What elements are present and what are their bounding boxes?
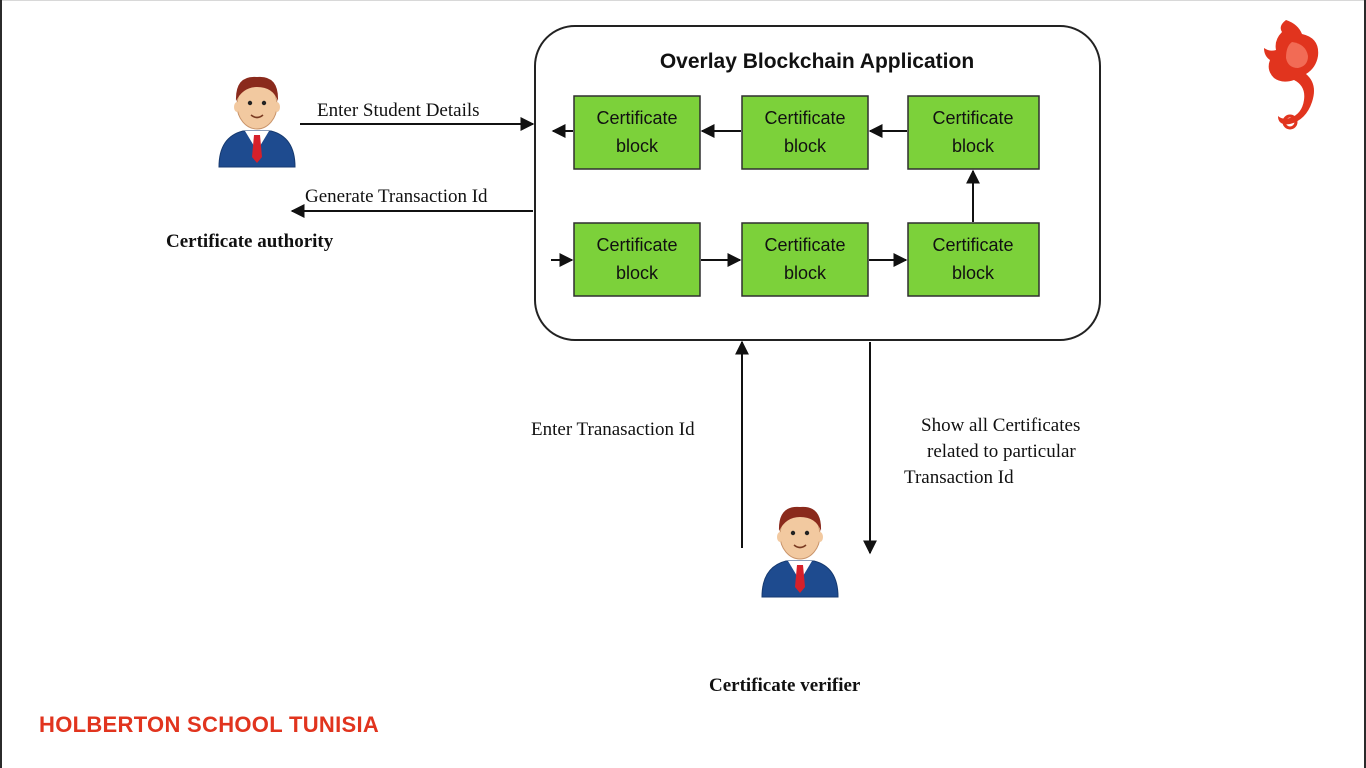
frame-top-border — [0, 0, 1366, 1]
block-label-line1: Certificate — [596, 235, 677, 255]
certificate-block-top-1: Certificate block — [573, 95, 701, 170]
certificate-block-bottom-2: Certificate block — [741, 222, 869, 297]
certificate-verifier-label: Certificate verifier — [709, 675, 861, 696]
holberton-brand-label: HOLBERTON SCHOOL TUNISIA — [39, 712, 380, 737]
overlay-application-title: Overlay Blockchain Application — [660, 50, 974, 73]
show-certificates-line2: related to particular — [927, 441, 1076, 462]
block-label-line2: block — [616, 136, 659, 156]
show-certificates-line3: Transaction Id — [904, 467, 1014, 488]
enter-student-details-label: Enter Student Details — [317, 100, 480, 121]
seahorse-logo-icon — [1264, 20, 1319, 130]
certificate-verifier-person-icon — [761, 506, 839, 598]
show-certificates-line1: Show all Certificates — [921, 415, 1080, 436]
enter-transaction-id-label: Enter Tranasaction Id — [531, 419, 695, 440]
certificate-block-top-3: Certificate block — [907, 95, 1040, 170]
frame-right-border — [1364, 0, 1366, 768]
frame-left-border — [0, 0, 2, 768]
block-label-line2: block — [784, 136, 827, 156]
block-label-line1: Certificate — [764, 235, 845, 255]
certificate-block-bottom-1: Certificate block — [573, 222, 701, 297]
certificate-authority-label: Certificate authority — [166, 231, 334, 252]
generate-transaction-id-label: Generate Transaction Id — [305, 186, 488, 207]
block-label-line1: Certificate — [764, 108, 845, 128]
block-label-line2: block — [616, 263, 659, 283]
block-label-line2: block — [784, 263, 827, 283]
certificate-block-top-2: Certificate block — [741, 95, 869, 170]
certificate-block-bottom-3: Certificate block — [907, 222, 1040, 297]
block-label-line2: block — [952, 263, 995, 283]
block-label-line1: Certificate — [932, 235, 1013, 255]
block-label-line1: Certificate — [596, 108, 677, 128]
certificate-authority-person-icon — [218, 76, 296, 168]
block-label-line1: Certificate — [932, 108, 1013, 128]
block-label-line2: block — [952, 136, 995, 156]
